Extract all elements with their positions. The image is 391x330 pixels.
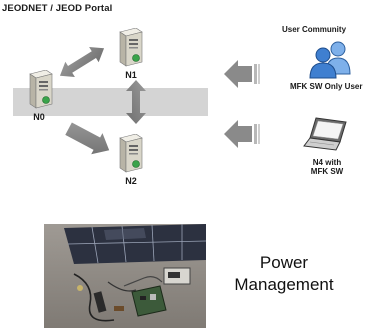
server-n1-icon [119, 28, 143, 67]
left-arrow-icon [224, 120, 260, 148]
left-arrow-icon [224, 60, 260, 88]
user-community-title: User Community [282, 25, 347, 34]
laptop-label-line2: MFK SW [310, 167, 344, 176]
node-label-n0: N0 [33, 112, 45, 122]
caption-line2: Management [234, 275, 334, 294]
laptop-label: N4 with MFK SW [306, 158, 348, 176]
server-n0-icon [29, 70, 53, 109]
portal-title: JEODNET / JEOD Portal [2, 3, 113, 14]
power-management-caption: Power Management [210, 252, 358, 296]
users-icon [309, 41, 351, 79]
power-equipment-photo [44, 224, 206, 328]
n0-n1-arrow-icon [59, 46, 105, 78]
n1-n2-arrow-icon [126, 80, 146, 124]
n0-n2-arrow-icon [65, 122, 110, 155]
laptop-label-line1: N4 with [312, 158, 342, 167]
node-label-n1: N1 [125, 70, 137, 80]
laptop-icon [303, 117, 347, 151]
node-label-n2: N2 [125, 176, 137, 186]
server-n2-icon [119, 134, 143, 173]
caption-line1: Power [259, 253, 309, 272]
mfk-sw-only-user-label: MFK SW Only User [290, 82, 363, 91]
network-arrows [59, 46, 146, 155]
